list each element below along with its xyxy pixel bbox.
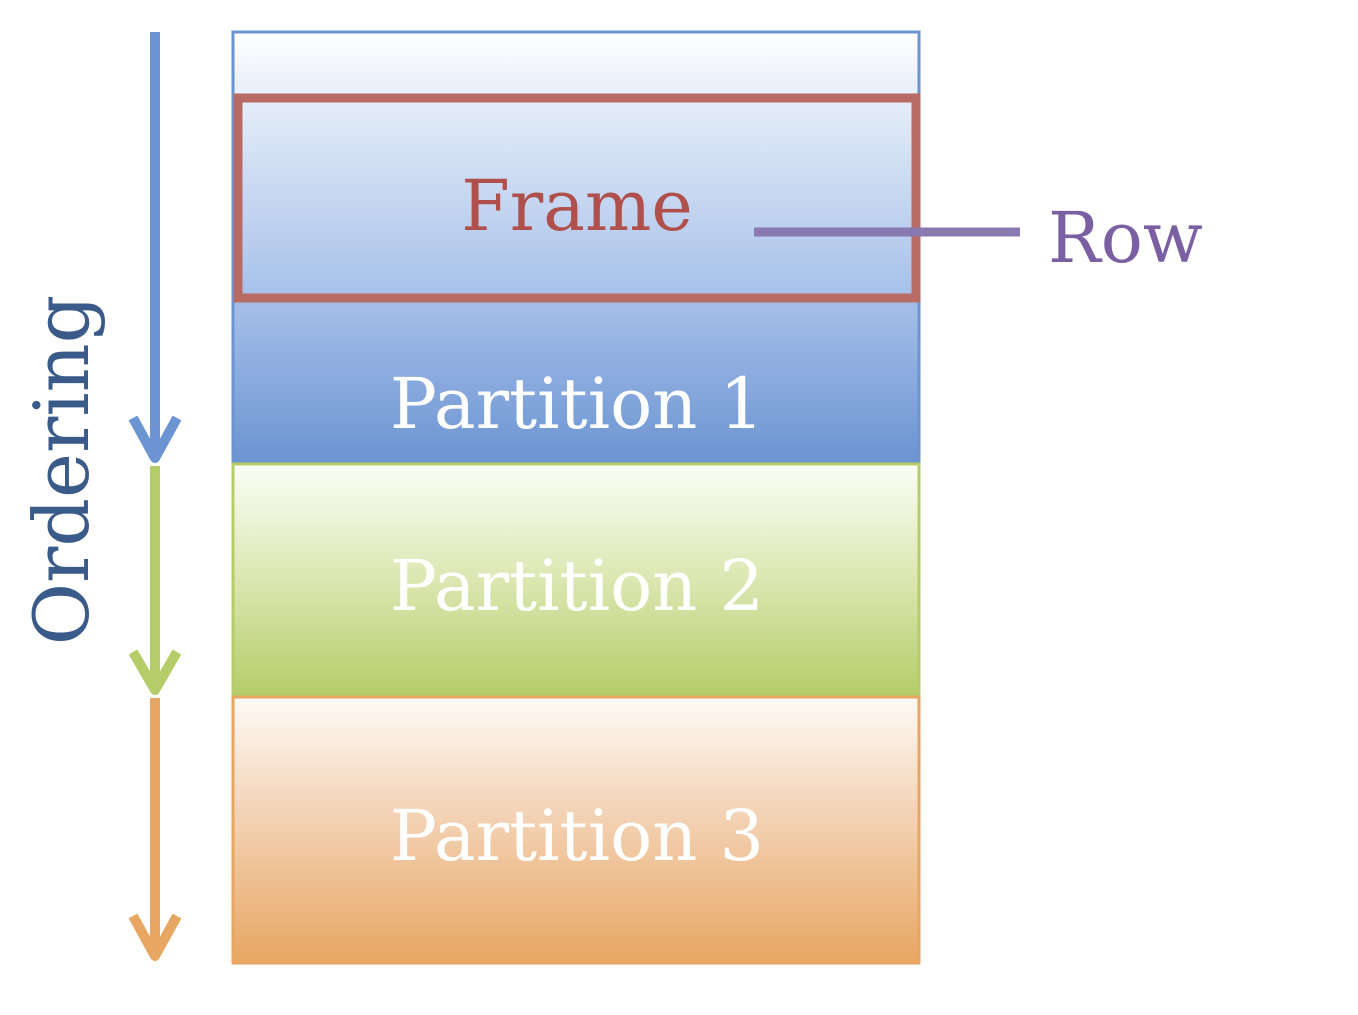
partition-3-label: Partition 3 bbox=[390, 795, 764, 877]
partition-2-block bbox=[231, 462, 921, 698]
partition-3-block bbox=[231, 695, 921, 965]
ordering-label: Ordering bbox=[17, 295, 106, 646]
ordering-arrow-orange bbox=[128, 698, 182, 961]
ordering-arrow-green bbox=[128, 466, 182, 695]
partition-2-label: Partition 2 bbox=[390, 545, 764, 627]
frame-box bbox=[233, 93, 921, 303]
partition-1-block bbox=[231, 30, 921, 464]
frame-label: Frame bbox=[461, 165, 693, 247]
partition-1-label: Partition 1 bbox=[390, 363, 764, 445]
row-label: Row bbox=[1048, 197, 1203, 279]
ordering-arrow-blue bbox=[128, 32, 182, 463]
